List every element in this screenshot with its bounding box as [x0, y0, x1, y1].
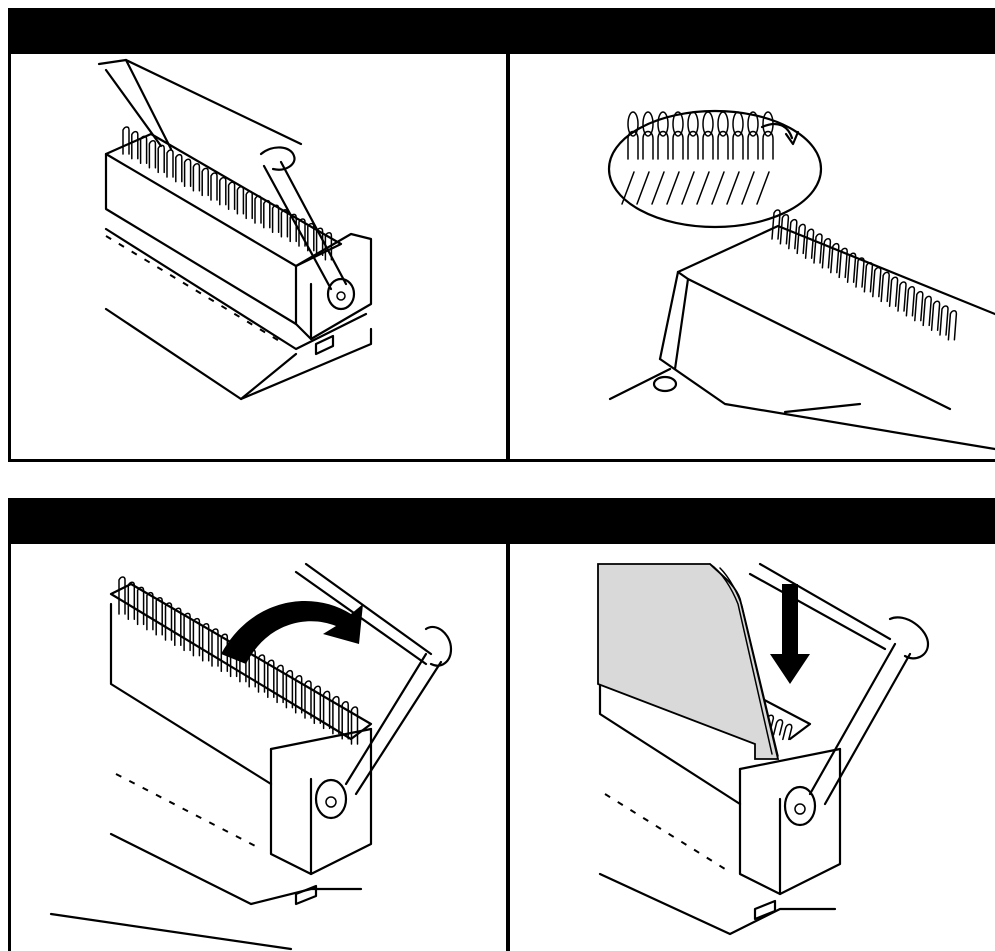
binding-machine-insert-pages — [510, 544, 995, 951]
step-3-illustration — [11, 544, 506, 951]
curved-arrow-icon — [221, 601, 363, 664]
down-arrow-icon — [770, 584, 810, 684]
comb-teeth — [772, 210, 956, 340]
step-1-illustration — [11, 54, 506, 459]
step-2-illustration — [510, 54, 995, 459]
zoom-inset — [609, 111, 821, 227]
binding-machine-handle-raised — [11, 54, 506, 459]
section-2-header-bar — [8, 498, 995, 544]
binding-comb-detail — [510, 54, 995, 459]
binding-machine-arrow-open — [11, 544, 506, 951]
comb-teeth — [123, 127, 331, 260]
step-4-illustration — [510, 544, 995, 951]
section-1-header-bar — [8, 8, 995, 54]
